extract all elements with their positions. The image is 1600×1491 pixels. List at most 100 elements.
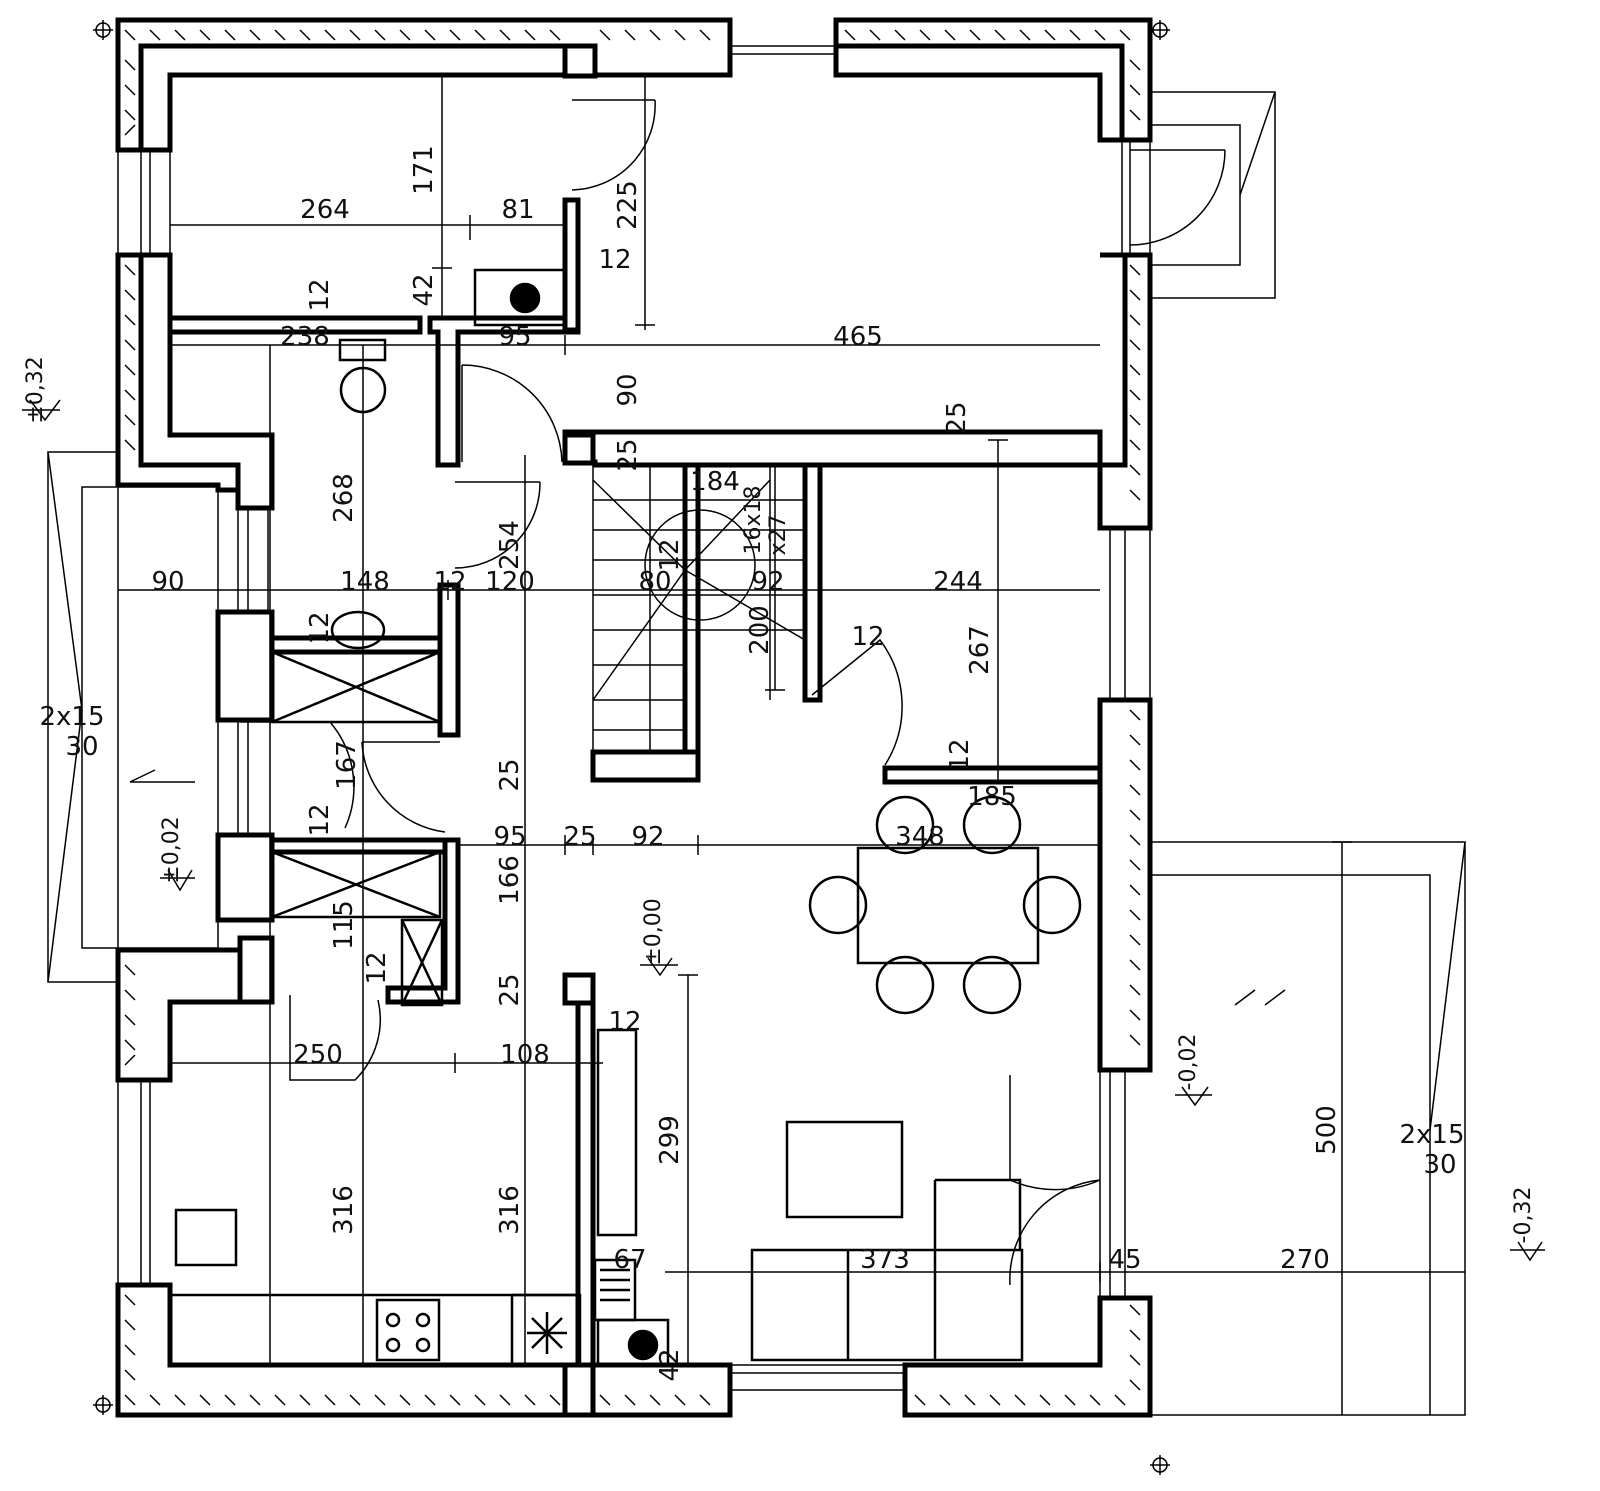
dim-25-c: 25 (495, 758, 525, 791)
dim-12-g: 12 (945, 738, 975, 771)
dim-148: 148 (340, 567, 390, 597)
level-left-002: ±0,02 (159, 816, 184, 883)
dim-12-c: 12 (655, 538, 685, 571)
dim-92-a: 92 (751, 567, 784, 597)
dim-12-f: 12 (851, 622, 884, 652)
dim-12-h: 12 (305, 803, 335, 836)
dim-42: 42 (409, 273, 439, 306)
dim-299: 299 (655, 1115, 685, 1165)
dim-166: 166 (495, 855, 525, 905)
level-right-032: -0,32 (1511, 1187, 1536, 1244)
dim-500: 500 (1312, 1105, 1342, 1155)
wall-right-upper (1097, 252, 1153, 531)
dim-254: 254 (495, 520, 525, 570)
dim-238: 238 (280, 322, 330, 352)
dim-25-a: 25 (942, 401, 972, 434)
wall-wc-top (167, 315, 423, 335)
steps-left-count: 2x15 (39, 702, 104, 732)
dim-81: 81 (501, 195, 534, 225)
steps-right-count: 2x15 (1399, 1120, 1464, 1150)
dimension-labels: 264 81 171 225 12 42 12 238 95 465 90 25… (151, 145, 1342, 1381)
dim-264: 264 (300, 195, 350, 225)
wardrobe-c (400, 918, 444, 1007)
dim-12-d: 12 (433, 567, 466, 597)
dim-12-i: 12 (362, 951, 392, 984)
dim-16x18: 16x18 (741, 485, 766, 554)
wall-left-upper-inner (138, 252, 275, 511)
sofa-cushions (846, 1178, 1022, 1360)
column-top (562, 43, 598, 79)
dim-167: 167 (332, 740, 362, 790)
dim-80: 80 (638, 567, 671, 597)
column-stair (562, 432, 596, 466)
dim-250: 250 (293, 1040, 343, 1070)
dim-200: 200 (745, 605, 775, 655)
kitchen-counter (168, 1293, 582, 1367)
wall-right-middle (1097, 697, 1153, 1073)
dim-25-d: 25 (563, 822, 596, 852)
dim-12-b: 12 (305, 278, 335, 311)
coffee-table (785, 1120, 904, 1219)
dim-184: 184 (690, 467, 740, 497)
wardrobe-a (270, 650, 442, 724)
dim-316-a: 316 (329, 1185, 359, 1235)
dining-table (856, 846, 1040, 965)
dim-12-j: 12 (608, 1007, 641, 1037)
wall-bath-e (269, 837, 461, 855)
kitchen-sink (174, 1208, 238, 1267)
dining-chair (962, 795, 1022, 855)
dining-chair (1022, 875, 1082, 935)
dimension-lines (118, 75, 1465, 1415)
dim-x27: x27 (766, 514, 791, 555)
extinguisher-icon (527, 1312, 567, 1354)
wall-bath-d (437, 582, 461, 738)
dim-316-b: 316 (495, 1185, 525, 1235)
dining-chair (875, 955, 935, 1015)
wardrobe-b (270, 850, 442, 919)
dining-chair (875, 795, 935, 855)
sofa (750, 1248, 1024, 1362)
dim-268: 268 (329, 473, 359, 523)
wall-stair-top (562, 429, 1103, 468)
wall-bottom-right (902, 1295, 1153, 1418)
wall-bath-a (215, 609, 275, 723)
dim-171: 171 (409, 145, 439, 195)
dim-108: 108 (500, 1040, 550, 1070)
dim-120: 120 (485, 567, 535, 597)
dim-348: 348 (895, 822, 945, 852)
dim-25-e: 25 (495, 973, 525, 1006)
dim-42-b: 42 (655, 1348, 685, 1381)
interior-walls (167, 43, 1103, 1418)
dim-25-b: 25 (613, 438, 643, 471)
corner-markers (93, 20, 1170, 1475)
wall-top-left-inner (138, 43, 578, 153)
wall-vertical-center (562, 197, 581, 333)
dim-267: 267 (965, 625, 995, 675)
windows (117, 20, 1151, 1391)
dim-90-a: 90 (613, 373, 643, 406)
steps-right-depth: 30 (1423, 1150, 1456, 1180)
wall-bath-f (385, 837, 461, 1005)
dim-67: 67 (613, 1245, 646, 1275)
kitchen-stove (375, 1298, 441, 1362)
wall-top-right-inner (833, 43, 1125, 143)
dining-chair (962, 955, 1022, 1015)
insulation-hatch (124, 29, 1141, 1406)
dim-225: 225 (613, 180, 643, 230)
dim-90-b: 90 (151, 567, 184, 597)
dim-95-b: 95 (493, 822, 526, 852)
dim-115: 115 (329, 900, 359, 950)
dim-270: 270 (1280, 1245, 1330, 1275)
boiler (473, 268, 567, 327)
dim-95-a: 95 (498, 322, 531, 352)
staircase (592, 465, 806, 752)
dining-chair (808, 875, 868, 935)
dim-244: 244 (933, 567, 983, 597)
wall-kitchen-top (237, 935, 275, 1005)
steps-left-depth: 30 (65, 732, 98, 762)
dim-465: 465 (833, 322, 883, 352)
wall-stair-bottom (590, 749, 701, 783)
dim-12-a: 12 (598, 245, 631, 275)
dim-92-b: 92 (631, 822, 664, 852)
